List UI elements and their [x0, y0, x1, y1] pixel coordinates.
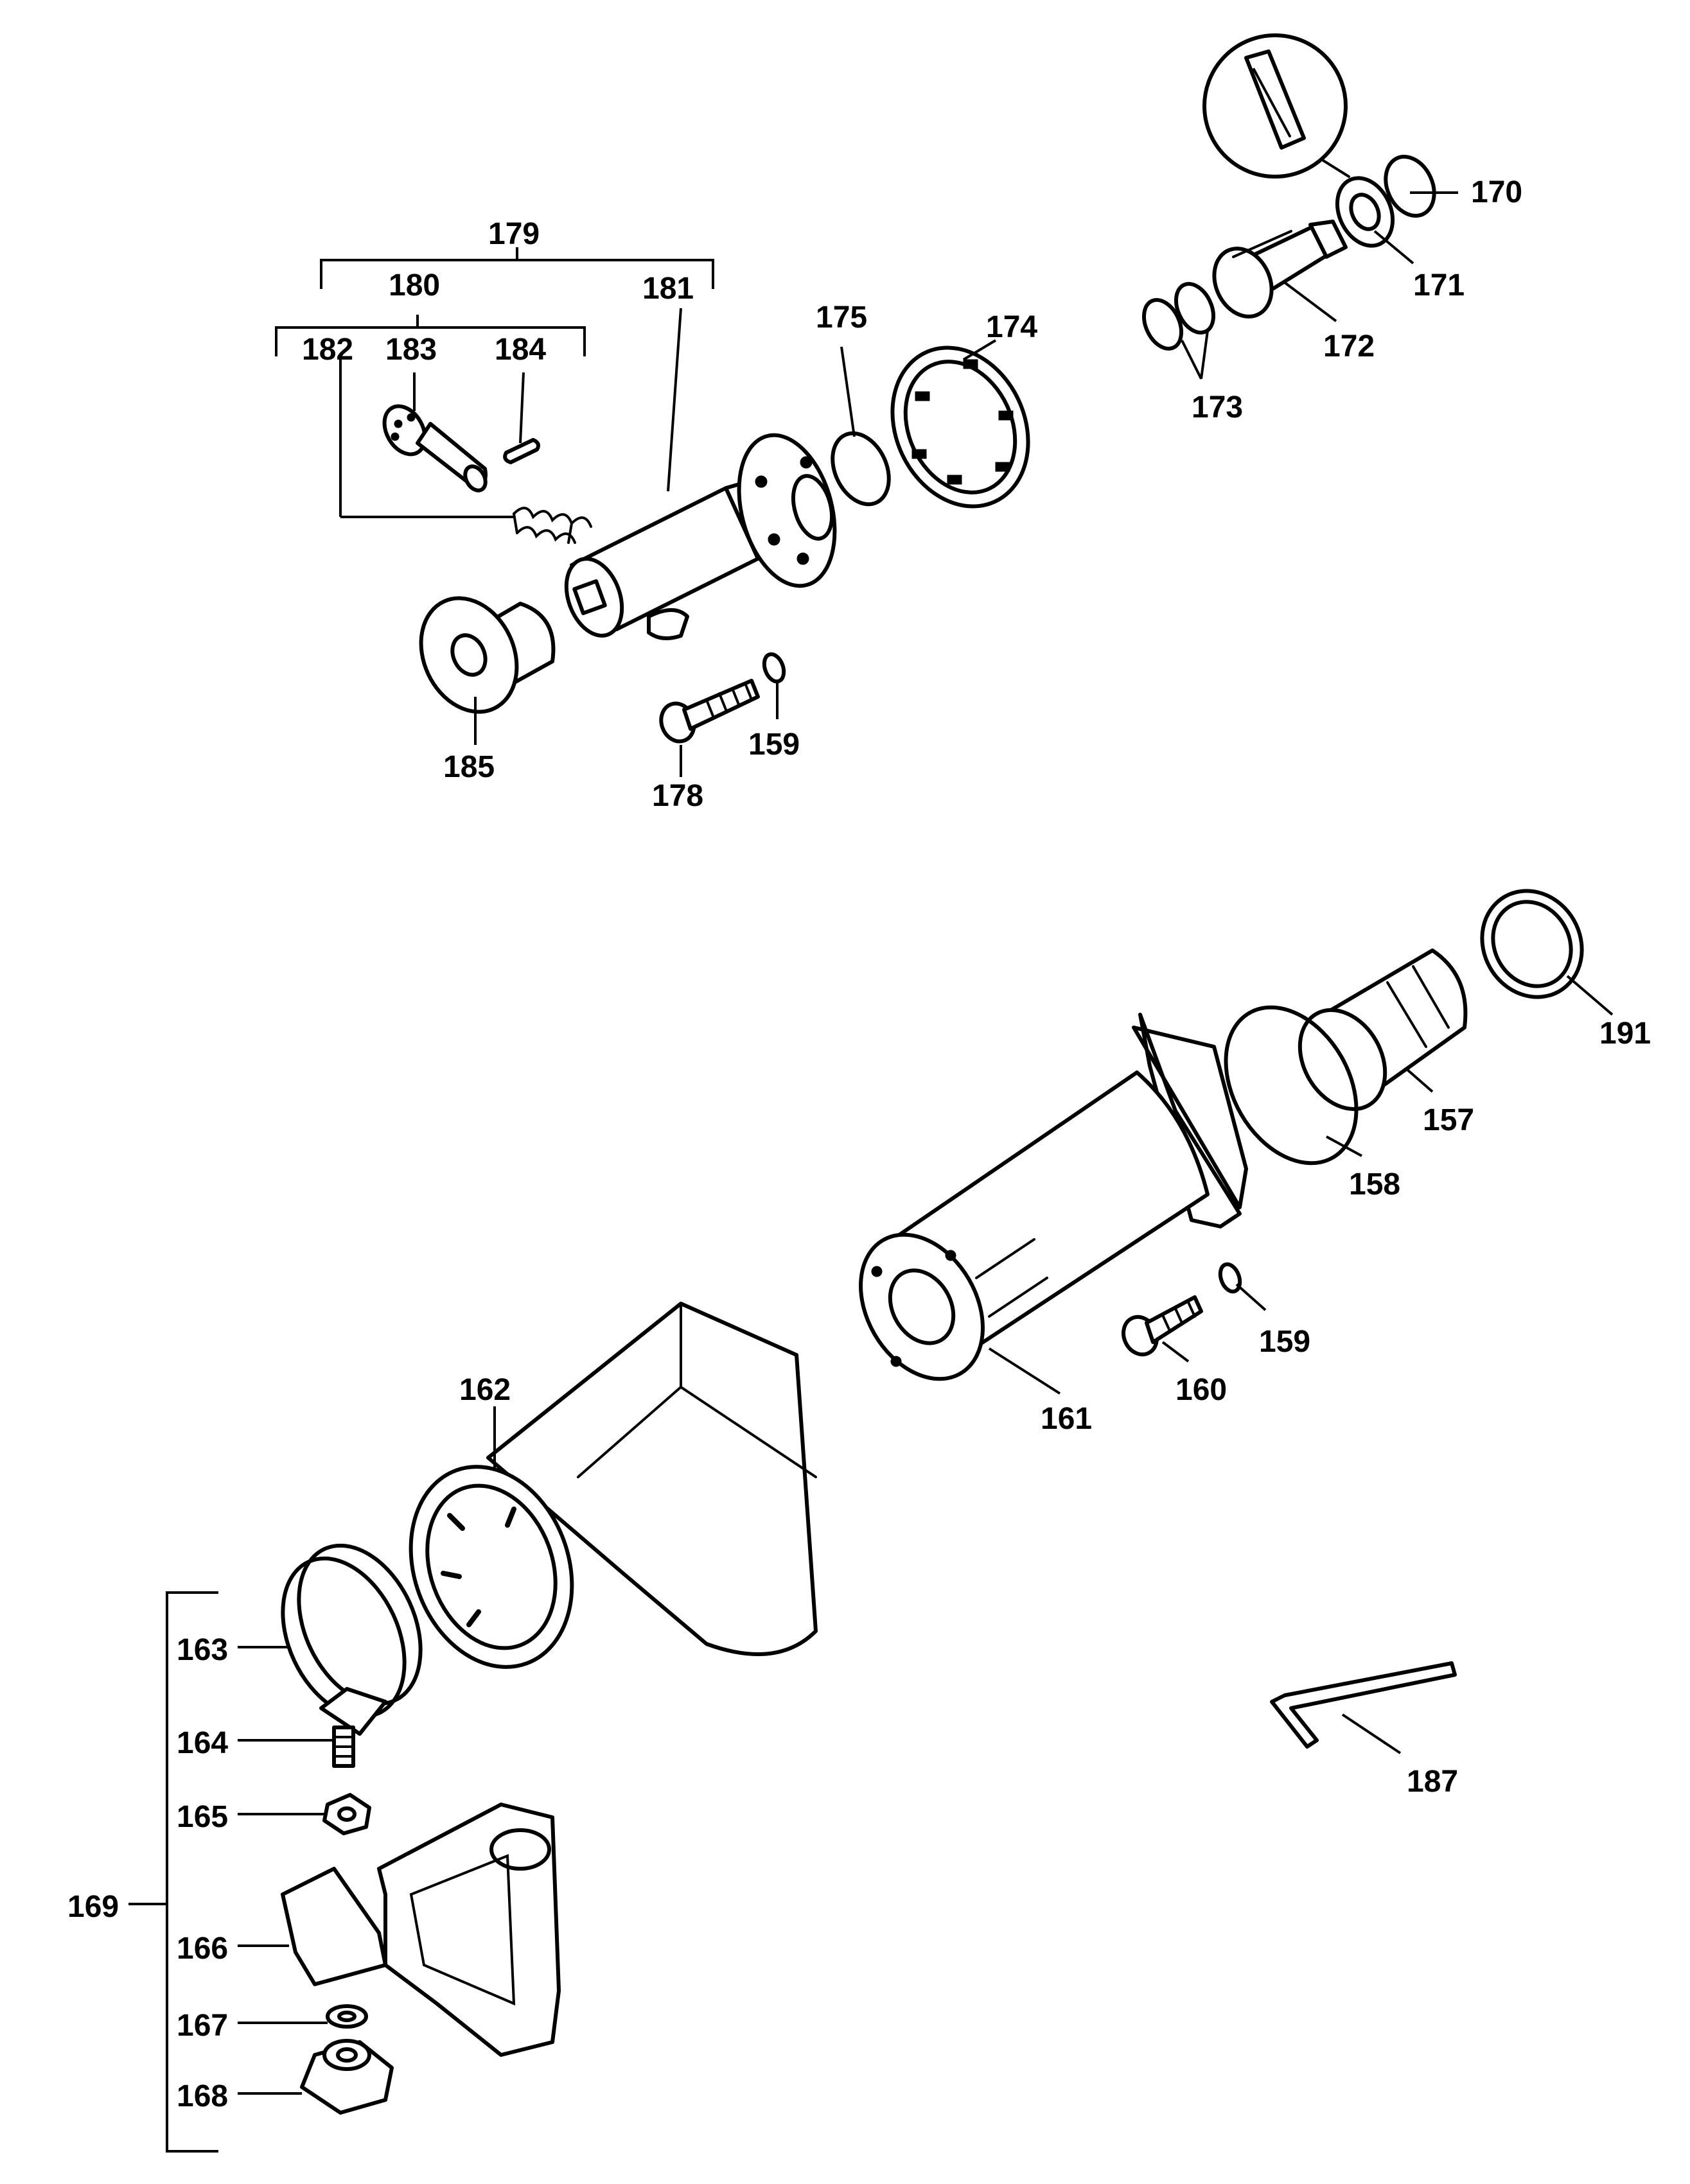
- callout-165: 165: [177, 1800, 228, 1834]
- callout-157: 157: [1423, 1103, 1474, 1137]
- callout-180: 180: [389, 268, 440, 302]
- part-181-tool-holder-tube: [564, 433, 837, 640]
- part-159-washer-lower: [1218, 1262, 1242, 1294]
- part-157-piston: [1298, 948, 1468, 1112]
- part-187-hex-key: [1270, 1661, 1457, 1749]
- part-183-pin: [382, 404, 488, 493]
- part-158-o-ring: [1224, 1005, 1359, 1166]
- part-163-clamp-band: [281, 1543, 423, 1736]
- callout-187: 187: [1407, 1765, 1458, 1799]
- group-bracket-180: [275, 315, 586, 356]
- callout-159-lower: 159: [1259, 1325, 1310, 1359]
- callout-184: 184: [495, 333, 546, 367]
- callout-191: 191: [1599, 1017, 1651, 1051]
- group-bracket-179: [320, 247, 714, 289]
- callout-160: 160: [1175, 1373, 1227, 1407]
- part-168-knob: [300, 2039, 394, 2115]
- part-174-plate: [890, 345, 1030, 509]
- part-182-spring: [513, 507, 592, 544]
- callout-173: 173: [1192, 390, 1243, 424]
- part-161-cylinder-housing: [859, 1013, 1248, 1381]
- callout-168: 168: [177, 2079, 228, 2113]
- callout-171: 171: [1413, 268, 1465, 302]
- part-170-retaining-ring: [1384, 155, 1436, 218]
- part-184-small-pin: [503, 438, 540, 464]
- part-167-washer: [326, 2004, 368, 2029]
- part-173-o-rings: [1141, 282, 1216, 351]
- part-162-handle-housing: [409, 1302, 818, 1669]
- callout-167: 167: [177, 2009, 228, 2043]
- callout-174: 174: [986, 310, 1037, 344]
- part-159-washer-upper: [762, 652, 786, 684]
- callout-163: 163: [177, 1633, 228, 1667]
- part-171-washer: [1335, 176, 1395, 248]
- callout-159-upper: 159: [748, 728, 800, 762]
- group-bracket-169: [128, 1591, 218, 2153]
- leader-lines: [238, 191, 1614, 2095]
- part-160-bolt: [1122, 1295, 1203, 1357]
- part-191-ring: [1480, 889, 1584, 999]
- callout-181: 181: [642, 272, 694, 306]
- callout-170: 170: [1471, 175, 1522, 209]
- callout-164: 164: [177, 1726, 228, 1760]
- part-164-screw: [332, 1725, 355, 1768]
- part-165-nut: [322, 1793, 371, 1835]
- callout-178: 178: [652, 779, 703, 813]
- callout-166: 166: [177, 1932, 228, 1966]
- callout-169: 169: [67, 1890, 119, 1924]
- part-166-handle: [281, 1803, 561, 2057]
- callout-161: 161: [1041, 1402, 1092, 1436]
- callout-172: 172: [1323, 329, 1375, 363]
- detail-inset-circle: [1202, 33, 1350, 179]
- part-175-o-ring: [831, 431, 891, 507]
- callout-185: 185: [443, 750, 495, 784]
- callout-162: 162: [459, 1373, 511, 1407]
- callout-175: 175: [816, 301, 867, 335]
- callout-179: 179: [488, 217, 540, 251]
- callout-182: 182: [302, 333, 353, 367]
- part-172-striker: [1212, 220, 1348, 319]
- callout-158: 158: [1349, 1167, 1400, 1201]
- part-185-sleeve: [419, 596, 556, 714]
- callout-183: 183: [385, 333, 437, 367]
- part-178-bolt: [659, 679, 760, 744]
